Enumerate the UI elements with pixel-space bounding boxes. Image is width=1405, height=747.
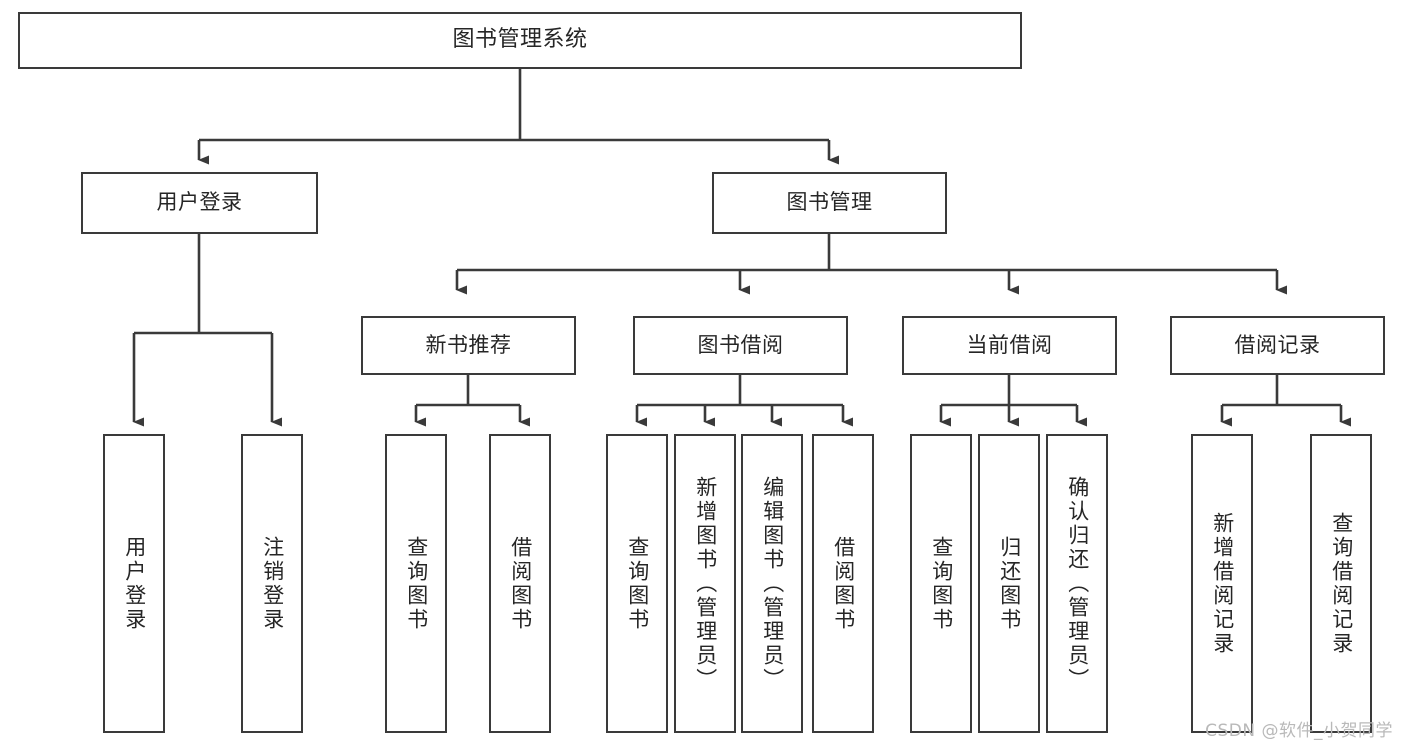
leaf-user-login-login[interactable]: 用户登录 [103,434,165,733]
node-label: 当前借阅 [966,332,1053,357]
node-label: 新增图书（管理员） [693,475,718,692]
node-label: 图书借阅 [697,332,784,357]
leaf-current-confirm-return-admin[interactable]: 确认归还（管理员） [1046,434,1108,733]
leaf-current-return-book[interactable]: 归还图书 [978,434,1040,733]
leaf-borrow-query-book[interactable]: 查询图书 [606,434,668,733]
node-label: 用户登录 [156,190,243,215]
node-label: 图书管理 [786,190,873,215]
node-label: 借阅记录 [1234,332,1321,357]
csdn-watermark: CSDN @软件_小贺同学 [1205,721,1393,741]
leaf-records-add-record[interactable]: 新增借阅记录 [1191,434,1253,733]
leaf-new-book-query[interactable]: 查询图书 [385,434,447,733]
leaf-current-query-book[interactable]: 查询图书 [910,434,972,733]
node-label: 查询图书 [929,535,954,632]
node-label: 归还图书 [997,535,1022,632]
node-label: 借阅图书 [508,535,533,632]
node-current-borrow[interactable]: 当前借阅 [902,316,1117,375]
node-label: 查询图书 [404,535,429,632]
node-borrow-records[interactable]: 借阅记录 [1170,316,1385,375]
leaf-borrow-add-book-admin[interactable]: 新增图书（管理员） [674,434,736,733]
node-label: 用户登录 [122,535,147,632]
node-label: 确认归还（管理员） [1065,475,1090,692]
node-new-book-recommend[interactable]: 新书推荐 [361,316,576,375]
leaf-user-login-logout[interactable]: 注销登录 [241,434,303,733]
node-label: 编辑图书（管理员） [760,475,785,692]
leaf-borrow-edit-book-admin[interactable]: 编辑图书（管理员） [741,434,803,733]
node-user-login[interactable]: 用户登录 [81,172,318,234]
leaf-records-query-record[interactable]: 查询借阅记录 [1310,434,1372,733]
node-label: 借阅图书 [831,535,856,632]
node-label: 注销登录 [260,535,285,632]
node-book-borrow[interactable]: 图书借阅 [633,316,848,375]
node-label: 新书推荐 [425,332,512,357]
node-book-management[interactable]: 图书管理 [712,172,947,234]
node-label: 查询图书 [625,535,650,632]
node-label: 新增借阅记录 [1210,511,1235,656]
node-label: 查询借阅记录 [1329,511,1354,656]
node-root-system[interactable]: 图书管理系统 [18,12,1022,69]
leaf-new-book-borrow[interactable]: 借阅图书 [489,434,551,733]
node-label: 图书管理系统 [452,27,588,53]
leaf-borrow-borrow-book[interactable]: 借阅图书 [812,434,874,733]
